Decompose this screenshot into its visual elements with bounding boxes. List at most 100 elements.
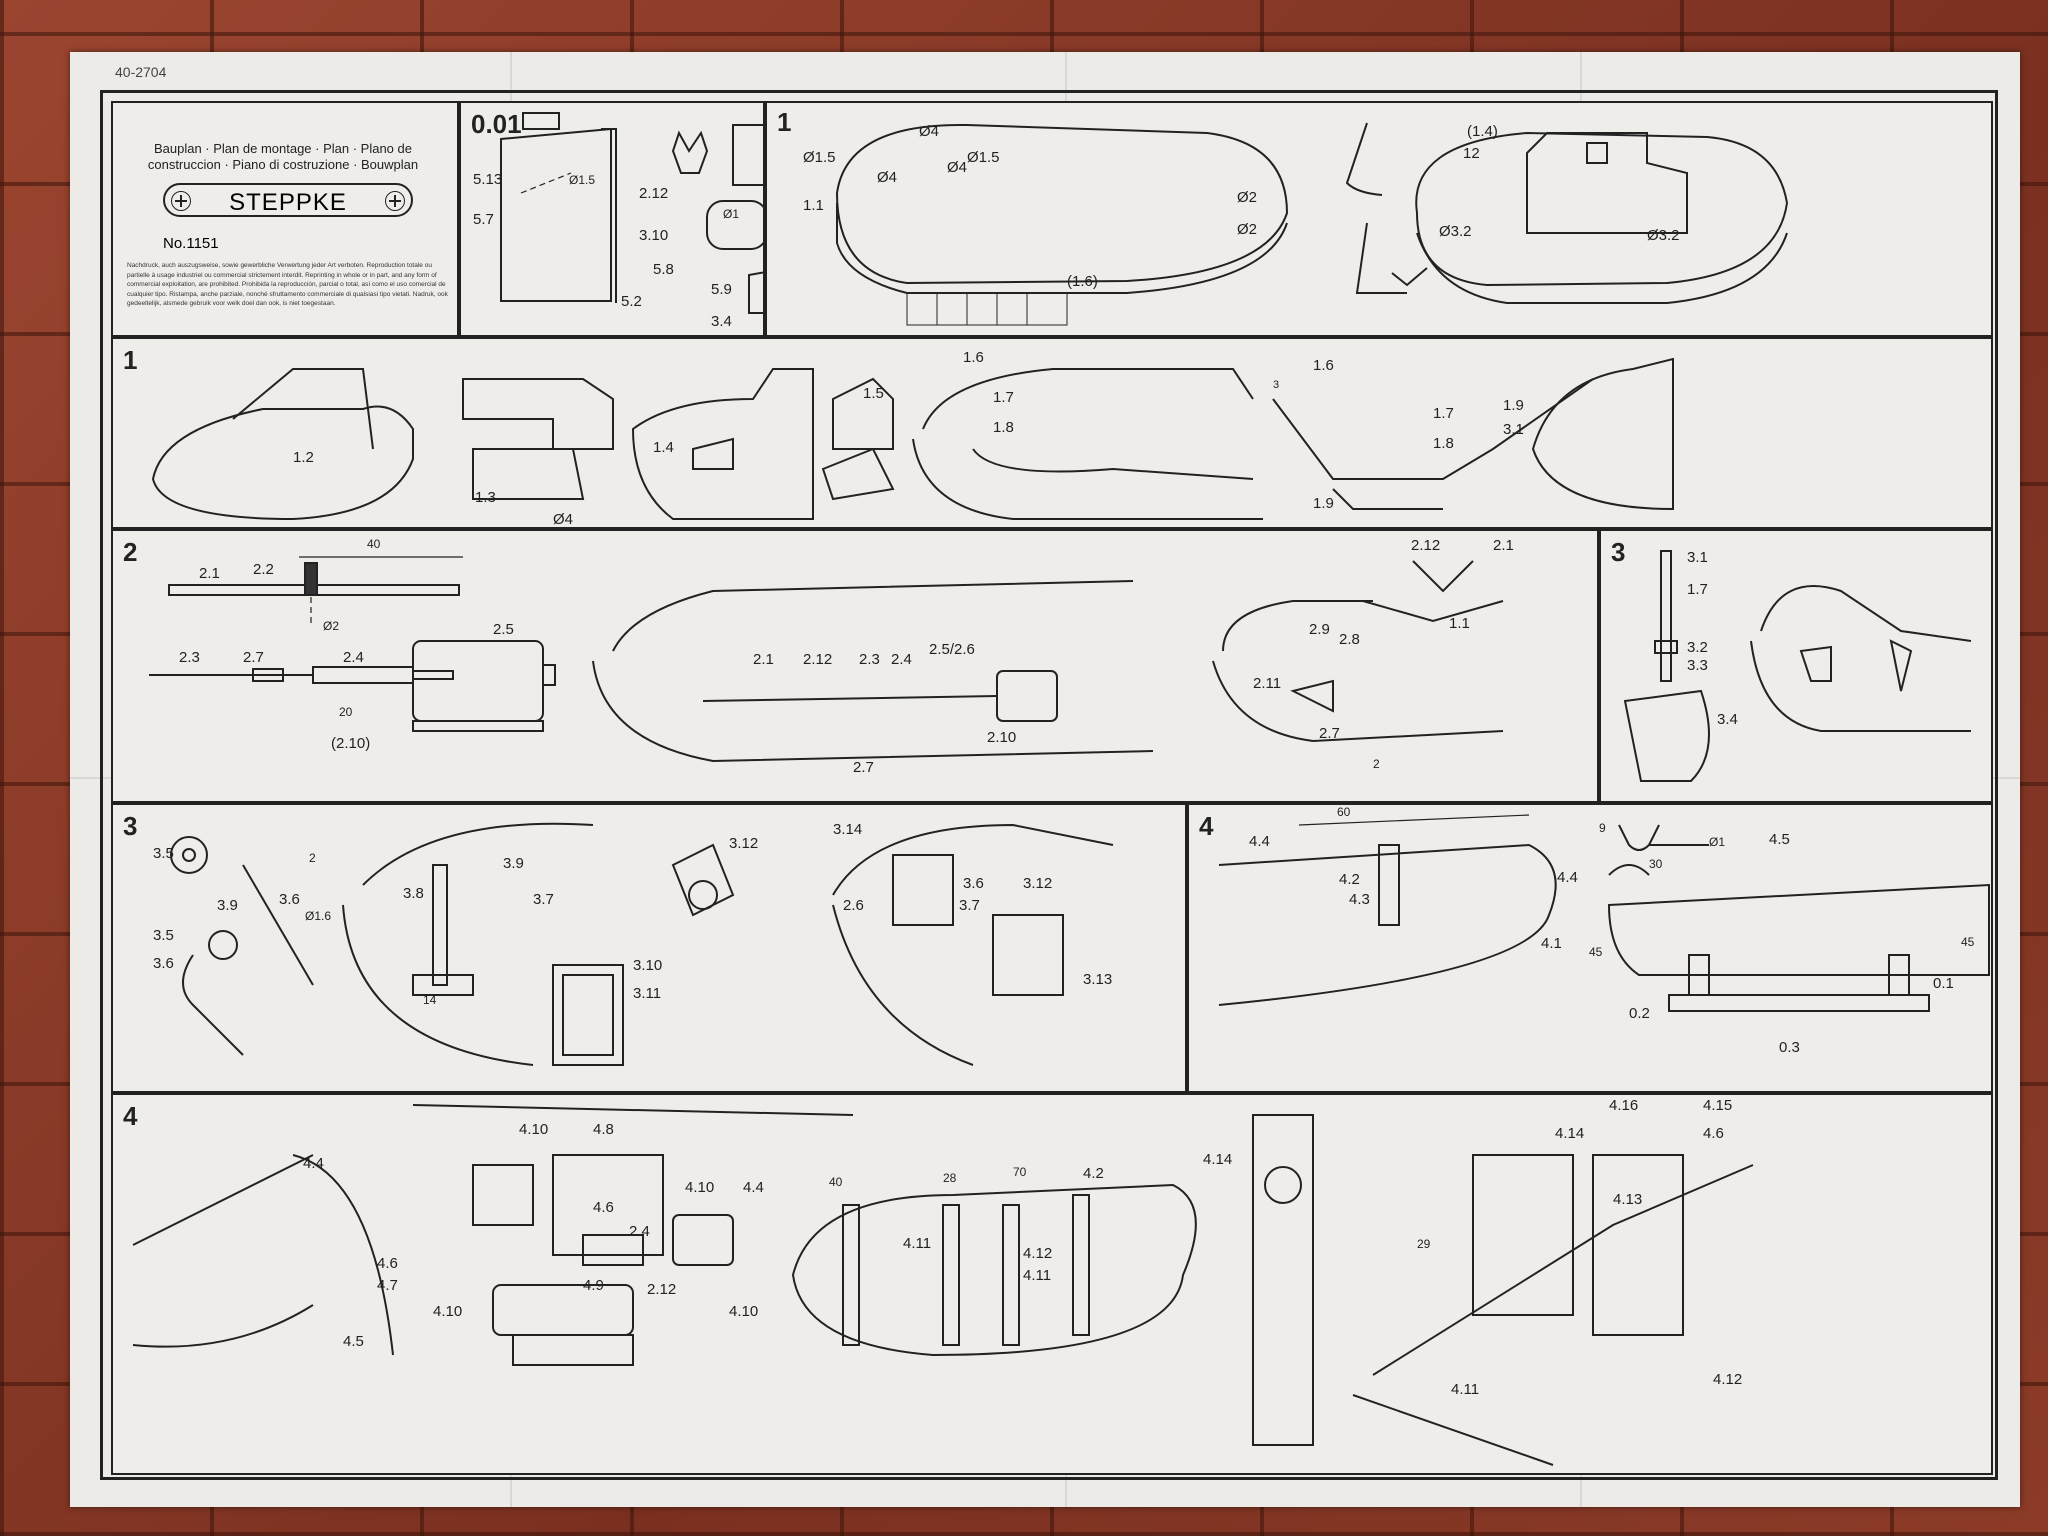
part-label: (1.6) bbox=[1067, 273, 1098, 290]
part-label: 4.16 bbox=[1609, 1097, 1639, 1114]
part-label: 3.4 bbox=[1717, 711, 1738, 728]
dimension-label: Ø4 bbox=[877, 169, 898, 186]
part-label: 5.7 bbox=[473, 211, 494, 228]
part-label: 5.8 bbox=[653, 261, 674, 278]
rudder-drawing bbox=[1623, 550, 1972, 782]
part-label: 2.4 bbox=[629, 1223, 650, 1240]
title-block: Bauplan · Plan de montage · Plan · Plano… bbox=[111, 101, 459, 337]
part-label: 4.9 bbox=[583, 1277, 604, 1294]
part-label: 2.12 bbox=[639, 185, 669, 202]
part-label: 2.9 bbox=[1309, 621, 1330, 638]
part-label: 3.12 bbox=[729, 835, 759, 852]
step-number: 1 bbox=[123, 345, 138, 375]
dimension-label: Ø2 bbox=[1237, 221, 1258, 238]
dimension-label: Ø2 bbox=[1237, 189, 1258, 206]
part-label: 2.12 bbox=[647, 1281, 677, 1298]
part-label: 4.4 bbox=[1249, 833, 1270, 850]
part-label: 3.9 bbox=[503, 855, 524, 872]
copyright-notice: Nachdruck, auch auszugsweise, sowie gewe… bbox=[127, 262, 448, 307]
part-label: 3.10 bbox=[639, 227, 669, 244]
part-label: (2.10) bbox=[331, 735, 371, 752]
part-label: 2.7 bbox=[243, 649, 264, 666]
part-label: 2.2 bbox=[253, 561, 274, 578]
panel-step-4-rc-install: 4 bbox=[111, 1093, 1993, 1475]
part-label: 12 bbox=[1463, 145, 1480, 162]
dimension-label: 14 bbox=[423, 993, 437, 1007]
panel-step-3-servo: 3 3.5 2 3.6 Ø1.6 bbox=[111, 803, 1187, 1093]
part-label: 2.5/2.6 bbox=[929, 641, 975, 658]
part-label: 3.1 bbox=[1503, 421, 1524, 438]
part-label: 1.9 bbox=[1313, 495, 1334, 512]
part-label: 1.6 bbox=[1313, 357, 1334, 374]
part-label: 2.7 bbox=[1319, 725, 1340, 742]
part-label: 4.10 bbox=[729, 1303, 759, 1320]
panel-step-4-stand: 4 60 4.4 4.2 4.3 4.4 4.1 9 30 Ø1 4.5 bbox=[1187, 803, 1993, 1093]
part-label: 2.4 bbox=[343, 649, 364, 666]
part-label: 3.14 bbox=[833, 821, 863, 838]
part-label: 3.5 bbox=[153, 927, 174, 944]
part-label: 1.6 bbox=[963, 349, 984, 366]
part-label: 5.2 bbox=[621, 293, 642, 310]
part-label: 2.1 bbox=[199, 565, 220, 582]
dimension-label: 60 bbox=[1337, 805, 1351, 819]
parts-drawing bbox=[500, 112, 763, 314]
step-number: 2 bbox=[123, 537, 138, 567]
rc-install-drawing bbox=[132, 1104, 1754, 1466]
part-label: 3.10 bbox=[633, 957, 663, 974]
step-number: 4 bbox=[123, 1101, 138, 1131]
part-label: 4.2 bbox=[1339, 871, 1360, 888]
hull-drawing bbox=[835, 122, 1789, 326]
part-label: 3.12 bbox=[1023, 875, 1053, 892]
dimension-label: 45 bbox=[1961, 935, 1975, 949]
part-label: 4.8 bbox=[593, 1121, 614, 1138]
assembly-drawing bbox=[151, 357, 1674, 521]
part-label: 4.12 bbox=[1023, 1245, 1053, 1262]
dimension-label: Ø3.2 bbox=[1439, 223, 1472, 240]
part-label: 3.4 bbox=[711, 313, 732, 330]
step-number: 4 bbox=[1199, 811, 1214, 841]
part-label: 1.7 bbox=[993, 389, 1014, 406]
drawing-frame: Bauplan · Plan de montage · Plan · Plano… bbox=[100, 90, 1998, 1480]
dimension-label: 2 bbox=[1373, 757, 1380, 771]
part-label: 2.3 bbox=[859, 651, 880, 668]
part-label: 3.5 bbox=[153, 845, 174, 862]
part-label: 1.4 bbox=[653, 439, 674, 456]
part-label: 0.3 bbox=[1779, 1039, 1800, 1056]
step-number: 3 bbox=[123, 811, 138, 841]
cross-emblem-icon bbox=[171, 191, 191, 211]
dimension-label: 9 bbox=[1599, 821, 1606, 835]
part-label: 1.9 bbox=[1503, 397, 1524, 414]
dimension-label: Ø3.2 bbox=[1647, 227, 1680, 244]
part-label: 1.3 bbox=[475, 489, 496, 506]
dimension-label: 29 bbox=[1417, 1237, 1431, 1251]
part-label: 4.14 bbox=[1555, 1125, 1585, 1142]
part-label: 2.8 bbox=[1339, 631, 1360, 648]
part-label: 4.5 bbox=[1769, 831, 1790, 848]
part-label: 4.10 bbox=[433, 1303, 463, 1320]
model-name-badge: STEPPKE bbox=[163, 183, 413, 217]
step-number: 1 bbox=[777, 107, 792, 137]
dimension-label: Ø4 bbox=[553, 511, 574, 528]
part-label: 3.6 bbox=[963, 875, 984, 892]
part-label: 2.11 bbox=[1253, 675, 1282, 692]
part-label: 4.11 bbox=[903, 1235, 932, 1252]
part-label: 3.1 bbox=[1687, 549, 1708, 566]
panel-step-1-assembly: 1 1.2 1.3 Ø4 1.4 1.5 1.6 bbox=[111, 337, 1993, 529]
part-label: 2.5 bbox=[493, 621, 514, 638]
part-label: 4.2 bbox=[1083, 1165, 1104, 1182]
dimension-label: 20 bbox=[339, 705, 353, 719]
part-label: 2.1 bbox=[1493, 537, 1514, 554]
panel-step-2: 2 bbox=[111, 529, 1599, 803]
part-label: 4.7 bbox=[377, 1277, 398, 1294]
dimension-label: 30 bbox=[1649, 857, 1663, 871]
part-label: 1.7 bbox=[1433, 405, 1454, 422]
part-label: 4.10 bbox=[519, 1121, 549, 1138]
dimension-label: Ø1.6 bbox=[305, 909, 332, 923]
part-label: 5.13 bbox=[473, 171, 503, 188]
panel-step-0-01: 0.01 5.13 5.7 5.2 2.12 3.10 5.8 5.9 3.4 … bbox=[459, 101, 765, 337]
part-label: 4.4 bbox=[743, 1179, 764, 1196]
part-label: 0.1 bbox=[1933, 975, 1954, 992]
part-label: 1.2 bbox=[293, 449, 314, 466]
cross-emblem-icon bbox=[385, 191, 405, 211]
plan-heading: Bauplan · Plan de montage · Plan · Plano… bbox=[147, 141, 419, 172]
